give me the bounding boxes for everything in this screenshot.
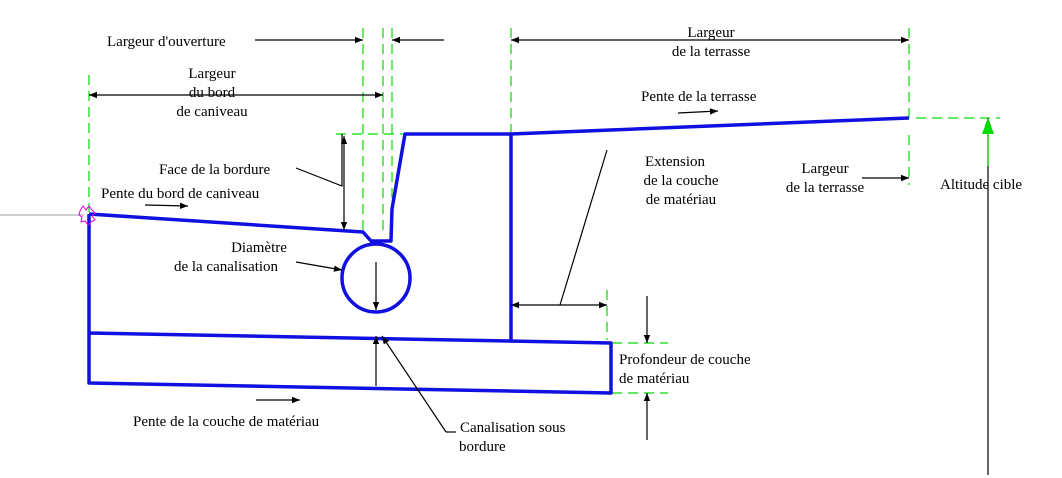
label-largeur-terrasse-mid-1: Largeur [801,161,848,177]
label-largeur-terrasse-mid-2: de la terrasse [786,180,865,196]
label-face-bordure: Face de la bordure [159,162,271,178]
label-extension-1: Extension [645,154,705,170]
label-pente-couche: Pente de la couche de matériau [133,414,320,430]
label-largeur-terrasse-top-2: de la terrasse [672,44,751,60]
label-largeur-bord-1: Largeur [188,66,235,82]
insertion-point-marker [78,205,96,226]
label-canalisation-1: Canalisation sous [460,420,566,436]
label-profondeur-2: de matériau [619,371,690,387]
label-pente-terrasse: Pente de la terrasse [641,89,757,105]
label-pente-bord: Pente du bord de caniveau [101,186,260,202]
label-profondeur-1: Profondeur de couche [619,352,751,368]
curb-outline [87,116,910,395]
label-largeur-bord-2: du bord [189,85,236,101]
label-diametre-2: de la canalisation [174,259,279,275]
base-layer [87,214,613,395]
label-diametre-1: Diamètre [231,240,287,256]
guide-lines [88,28,1000,394]
label-canalisation-2: bordure [459,439,506,455]
curb-profile [88,116,910,243]
label-extension-2: de la couche [644,173,719,189]
label-largeur-terrasse-top-1: Largeur [687,25,734,41]
underdrain-pipe [340,242,412,314]
label-largeur-ouverture: Largeur d'ouverture [107,34,226,50]
label-largeur-bord-3: de caniveau [176,104,248,120]
label-extension-3: de matériau [646,192,717,208]
label-altitude-cible: Altitude cible [940,177,1022,193]
